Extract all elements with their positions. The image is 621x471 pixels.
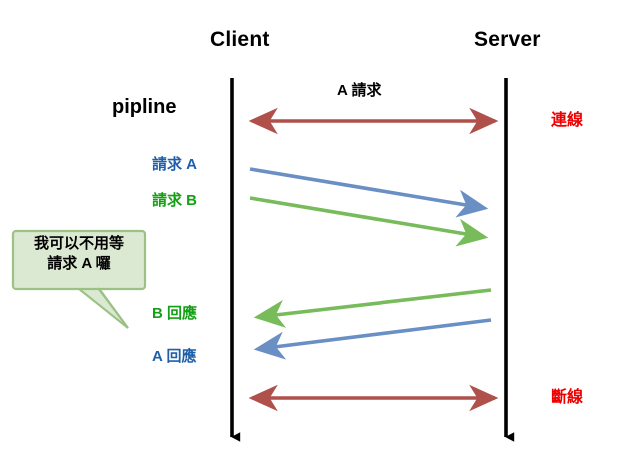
actor-label-server: Server xyxy=(474,28,541,51)
disconnect-label: 斷線 xyxy=(551,389,584,406)
response-a-arrow xyxy=(253,318,492,360)
request-b-label: 請求 B xyxy=(152,192,198,209)
callout-bubble xyxy=(11,229,147,329)
callout-line-1: 我可以不用等 xyxy=(33,235,124,252)
pipline-label: pipline xyxy=(112,96,177,118)
connect-label: 連線 xyxy=(551,112,584,129)
actor-label-client: Client xyxy=(210,28,270,51)
callout-text: 我可以不用等 請求 A 囉 xyxy=(16,234,142,275)
callout-line-2: 請求 A 囉 xyxy=(47,255,111,273)
lifelines xyxy=(230,78,515,442)
response-b-label: B 回應 xyxy=(152,305,198,322)
response-b-arrow xyxy=(253,288,492,328)
top-message-label: A 請求 xyxy=(337,82,382,99)
request-a-arrow xyxy=(249,167,489,218)
request-b-arrow xyxy=(249,196,489,247)
request-a-label: 請求 A xyxy=(152,156,198,173)
response-a-label: A 回應 xyxy=(152,348,197,365)
